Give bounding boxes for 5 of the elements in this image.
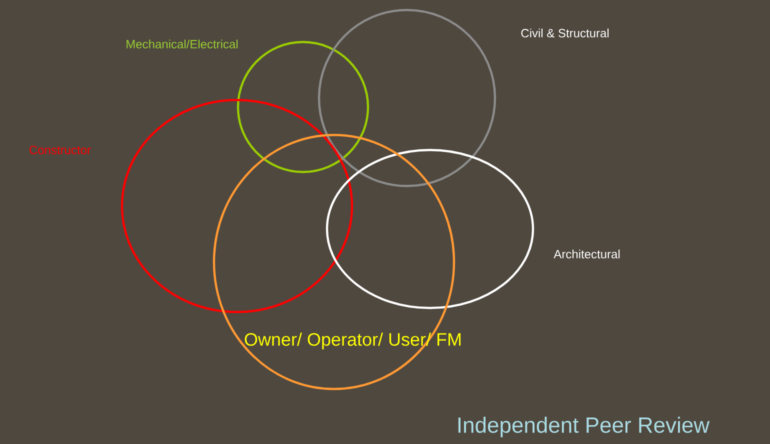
caption: Independent Peer Review <box>458 416 710 438</box>
node-label: Civil & Structural <box>521 28 609 38</box>
node-label: Mechanical/Electrical <box>126 40 238 48</box>
node-label: Constructor <box>30 146 91 154</box>
node-label: Architectural <box>554 250 620 258</box>
